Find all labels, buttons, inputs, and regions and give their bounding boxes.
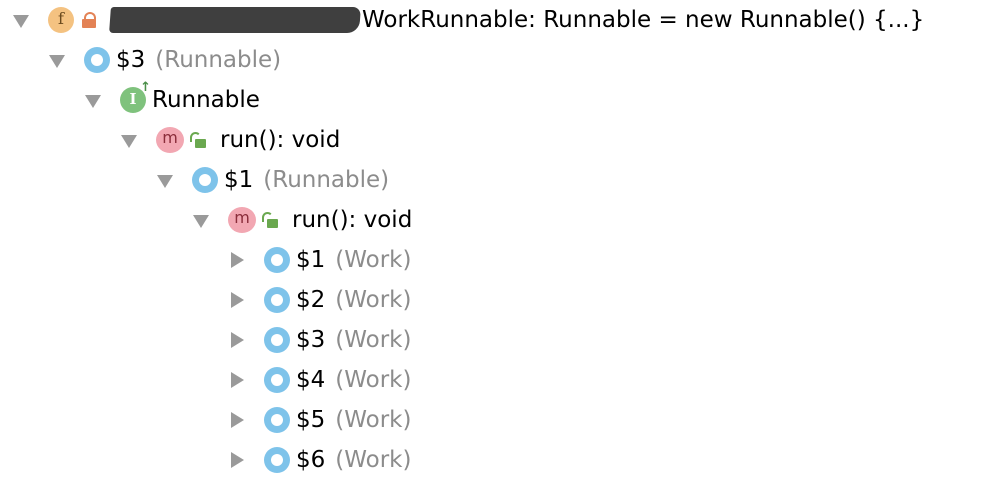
field-icon	[48, 7, 74, 33]
collapse-arrow-icon[interactable]	[228, 371, 246, 389]
anonymous-class-icon	[264, 287, 290, 313]
expand-arrow-icon[interactable]	[156, 171, 174, 189]
collapse-arrow-icon[interactable]	[228, 251, 246, 269]
anonymous-class-icon	[264, 327, 290, 353]
tree-node-work-5[interactable]: $5 (Work)	[228, 400, 411, 440]
anonymous-class-icon	[264, 367, 290, 393]
node-type-hint: (Work)	[335, 367, 412, 393]
node-name: $6	[296, 447, 326, 473]
anonymous-class-icon	[264, 447, 290, 473]
tree-node-work-3[interactable]: $3 (Work)	[228, 320, 411, 360]
tree-node-runnable-interface[interactable]: ↑ Runnable	[84, 80, 260, 120]
anonymous-class-icon	[192, 167, 218, 193]
collapse-arrow-icon[interactable]	[228, 411, 246, 429]
node-type-hint: (Work)	[335, 287, 412, 313]
node-type-hint: (Runnable)	[155, 47, 282, 73]
redacted-region	[109, 7, 361, 33]
tree-node-run-method[interactable]: run(): void	[120, 120, 340, 160]
node-name: $1	[296, 247, 326, 273]
anonymous-class-icon	[264, 407, 290, 433]
tree-node-run-method-inner[interactable]: run(): void	[192, 200, 412, 240]
node-type-hint: (Work)	[335, 407, 412, 433]
node-name: $4	[296, 367, 326, 393]
private-lock-icon	[82, 12, 96, 28]
expand-arrow-icon[interactable]	[12, 11, 30, 29]
node-name: Runnable	[152, 87, 260, 113]
public-unlock-icon	[262, 212, 278, 228]
expand-arrow-icon[interactable]	[192, 211, 210, 229]
tree-node-work-4[interactable]: $4 (Work)	[228, 360, 411, 400]
node-type-hint: (Work)	[335, 327, 412, 353]
tree-node-anon-1[interactable]: $1 (Runnable)	[156, 160, 389, 200]
tree-node-work-2[interactable]: $2 (Work)	[228, 280, 411, 320]
method-icon	[156, 127, 184, 153]
tree-node-work-1[interactable]: $1 (Work)	[228, 240, 411, 280]
collapse-arrow-icon[interactable]	[228, 291, 246, 309]
public-unlock-icon	[190, 132, 206, 148]
node-name: $3	[116, 47, 146, 73]
method-icon	[228, 207, 256, 233]
node-name: $3	[296, 327, 326, 353]
collapse-arrow-icon[interactable]	[228, 331, 246, 349]
node-type-hint: (Work)	[335, 447, 412, 473]
interface-icon: ↑	[120, 80, 151, 113]
implements-arrow-icon: ↑	[140, 80, 151, 95]
node-name: $2	[296, 287, 326, 313]
node-name: $1	[224, 167, 254, 193]
anonymous-class-icon	[264, 247, 290, 273]
node-type-hint: (Work)	[335, 247, 412, 273]
anonymous-class-icon	[84, 47, 110, 73]
expand-arrow-icon[interactable]	[120, 131, 138, 149]
tree-node-anon-3[interactable]: $3 (Runnable)	[48, 40, 281, 80]
field-declaration-text: WorkRunnable: Runnable = new Runnable() …	[362, 7, 925, 33]
expand-arrow-icon[interactable]	[48, 51, 66, 69]
expand-arrow-icon[interactable]	[84, 91, 102, 109]
tree-node-work-6[interactable]: $6 (Work)	[228, 440, 411, 480]
node-name: run(): void	[220, 127, 341, 153]
collapse-arrow-icon[interactable]	[228, 451, 246, 469]
node-type-hint: (Runnable)	[263, 167, 390, 193]
tree-node-root-field[interactable]: WorkRunnable: Runnable = new Runnable() …	[12, 0, 924, 40]
node-name: $5	[296, 407, 326, 433]
node-name: run(): void	[292, 207, 413, 233]
